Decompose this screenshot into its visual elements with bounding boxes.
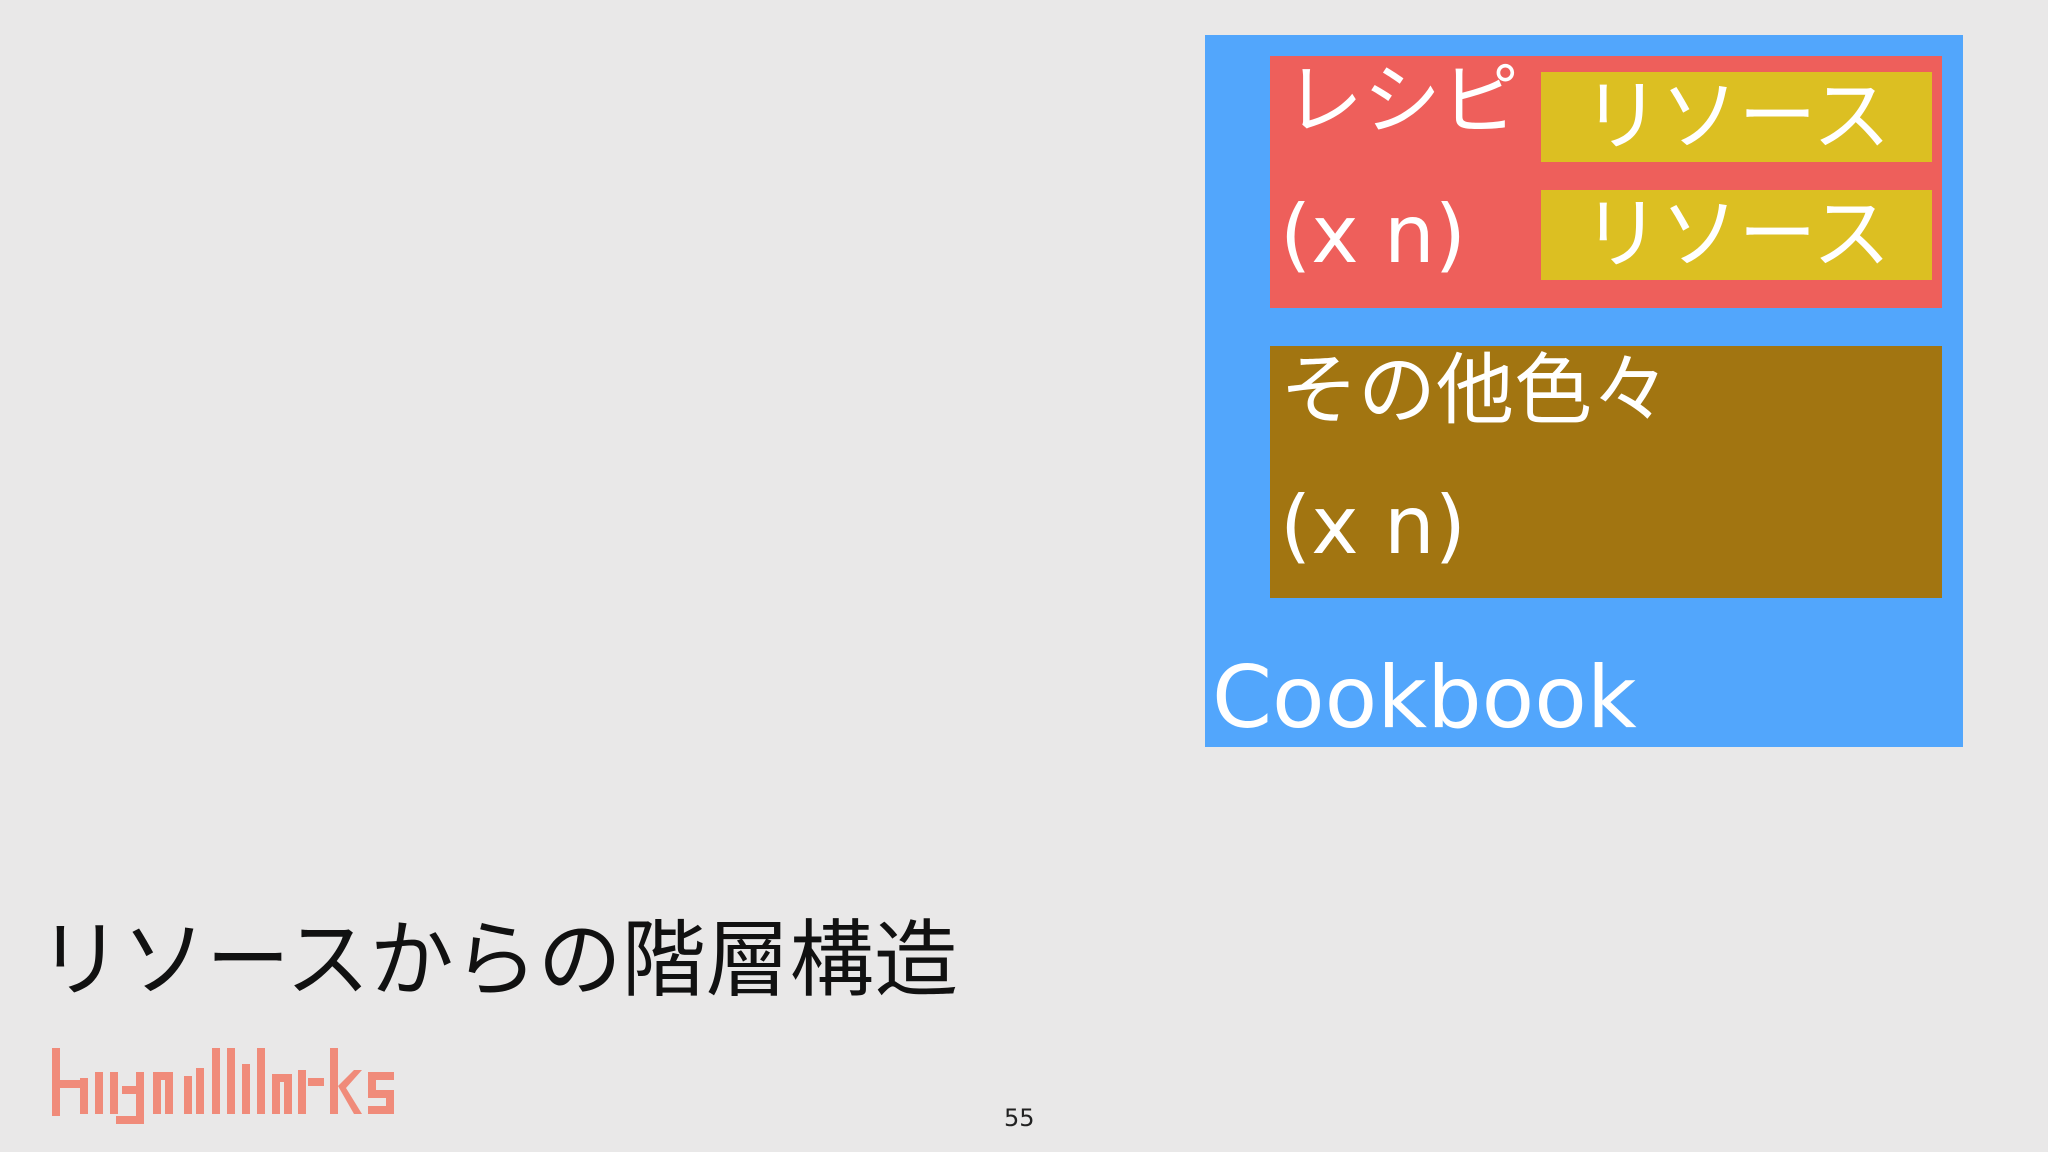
recipe-label: レシピ	[1285, 56, 1520, 146]
page-number: 55	[1004, 1104, 1035, 1132]
resource-box-2: リソース	[1541, 190, 1932, 280]
resource-box-1: リソース	[1541, 72, 1932, 162]
misc-count: (x n)	[1280, 479, 1466, 572]
slide-title: リソースからの階層構造	[38, 911, 958, 1009]
cookbook-label: Cookbook	[1212, 648, 1637, 748]
higanworks-logo	[52, 1048, 394, 1124]
misc-box	[1270, 346, 1942, 598]
misc-label: その他色々	[1280, 346, 1671, 436]
recipe-count: (x n)	[1280, 188, 1466, 281]
